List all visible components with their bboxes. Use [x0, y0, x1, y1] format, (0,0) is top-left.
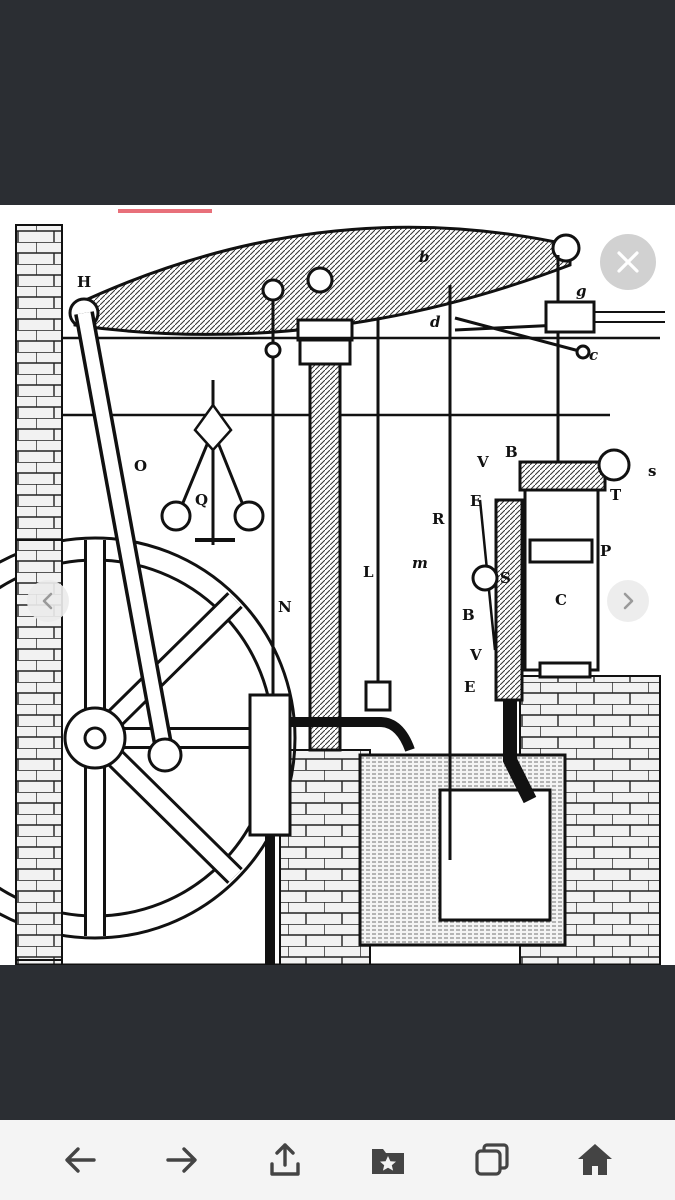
label-S: S — [500, 569, 511, 587]
label-P: P — [600, 542, 611, 560]
label-V-top: V — [476, 453, 489, 471]
top-dark-area — [0, 0, 675, 205]
chevron-right-icon — [623, 592, 634, 610]
label-E-low: E — [464, 678, 475, 696]
bookmarks-button[interactable] — [366, 1138, 410, 1182]
working-beam — [68, 225, 581, 342]
progress-track — [0, 207, 675, 213]
label-B-mid: B — [462, 606, 475, 624]
label-g: g — [576, 282, 587, 300]
arrow-right-icon — [166, 1147, 197, 1173]
label-V-low: V — [469, 646, 482, 664]
tabs-icon — [475, 1143, 509, 1176]
bookmark-folder-icon — [372, 1149, 404, 1174]
image-viewer[interactable]: H b g d c O Q N L R V B E T s m S P C B … — [0, 205, 675, 967]
label-s: s — [648, 462, 656, 480]
label-H: H — [77, 273, 91, 291]
bottom-dark-area — [0, 965, 675, 1120]
share-button[interactable] — [263, 1138, 307, 1182]
label-B-top: B — [505, 443, 518, 461]
image-progress-indicator — [0, 207, 675, 213]
close-button[interactable] — [600, 234, 656, 290]
label-T: T — [610, 486, 622, 504]
centrifugal-governor — [160, 380, 265, 545]
label-d: d — [430, 313, 441, 331]
back-button[interactable] — [58, 1138, 102, 1182]
progress-current-segment — [118, 209, 212, 213]
forward-button[interactable] — [160, 1138, 204, 1182]
steam-cylinder — [518, 448, 631, 679]
share-icon — [270, 1143, 300, 1176]
arrow-left-icon — [65, 1147, 96, 1173]
label-R: R — [432, 510, 445, 528]
next-image-button[interactable] — [607, 580, 649, 622]
home-icon — [578, 1144, 612, 1175]
label-b: b — [419, 248, 430, 266]
chevron-left-icon — [42, 592, 53, 610]
steam-engine-illustration: H b g d c O Q N L R V B E T s m S P C B … — [0, 224, 665, 967]
label-m: m — [412, 554, 428, 572]
label-O: O — [134, 457, 147, 475]
tabs-button[interactable] — [470, 1138, 514, 1182]
browser-toolbar — [0, 1120, 675, 1200]
label-Q: Q — [195, 491, 208, 509]
previous-image-button[interactable] — [27, 580, 69, 622]
label-N: N — [278, 598, 292, 616]
close-icon — [617, 251, 639, 273]
label-L: L — [363, 563, 374, 581]
label-C: C — [555, 591, 567, 609]
flywheel — [0, 536, 297, 940]
label-E-top: E — [470, 492, 481, 510]
home-button[interactable] — [573, 1138, 617, 1182]
label-c: c — [589, 346, 598, 364]
